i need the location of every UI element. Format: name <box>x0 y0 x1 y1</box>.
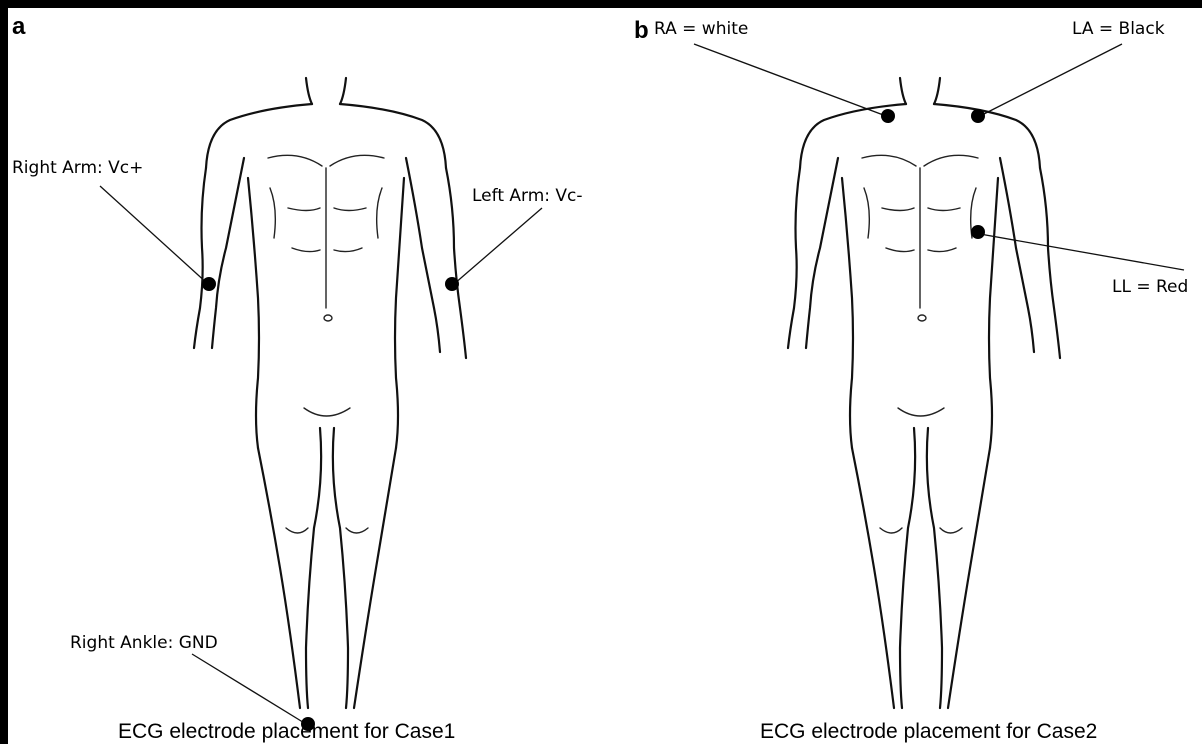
left-arm-label: Left Arm: Vc- <box>472 186 583 206</box>
la-electrode <box>971 109 985 123</box>
ra-leader <box>694 44 886 116</box>
right-ankle-label: Right Ankle: GND <box>70 633 218 653</box>
human-body-figure-a <box>194 78 466 708</box>
right-arm-label: Right Arm: Vc+ <box>12 158 143 178</box>
panel-b-caption: ECG electrode placement for Case2 <box>760 720 1097 743</box>
ra-electrode <box>881 109 895 123</box>
right-arm-electrode <box>202 277 216 291</box>
left-arm-electrode <box>445 277 459 291</box>
panel-b: b <box>604 8 1202 744</box>
panel-a-letter: a <box>12 13 26 40</box>
la-label: LA = Black <box>1072 19 1165 39</box>
ll-leader <box>980 234 1184 270</box>
ra-label: RA = white <box>654 19 748 39</box>
ll-label: LL = Red <box>1112 277 1188 297</box>
panel-a-diagram: a <box>8 8 604 744</box>
la-leader <box>980 44 1122 116</box>
panel-a-caption: ECG electrode placement for Case1 <box>118 720 455 743</box>
panel-a: a <box>8 8 604 744</box>
ll-electrode <box>971 225 985 239</box>
human-body-figure-b <box>788 78 1060 708</box>
right-ankle-leader <box>192 654 306 724</box>
right-arm-leader <box>100 186 208 284</box>
left-arm-leader <box>454 208 542 284</box>
panel-b-diagram: b <box>604 8 1202 744</box>
panel-b-letter: b <box>634 17 649 44</box>
